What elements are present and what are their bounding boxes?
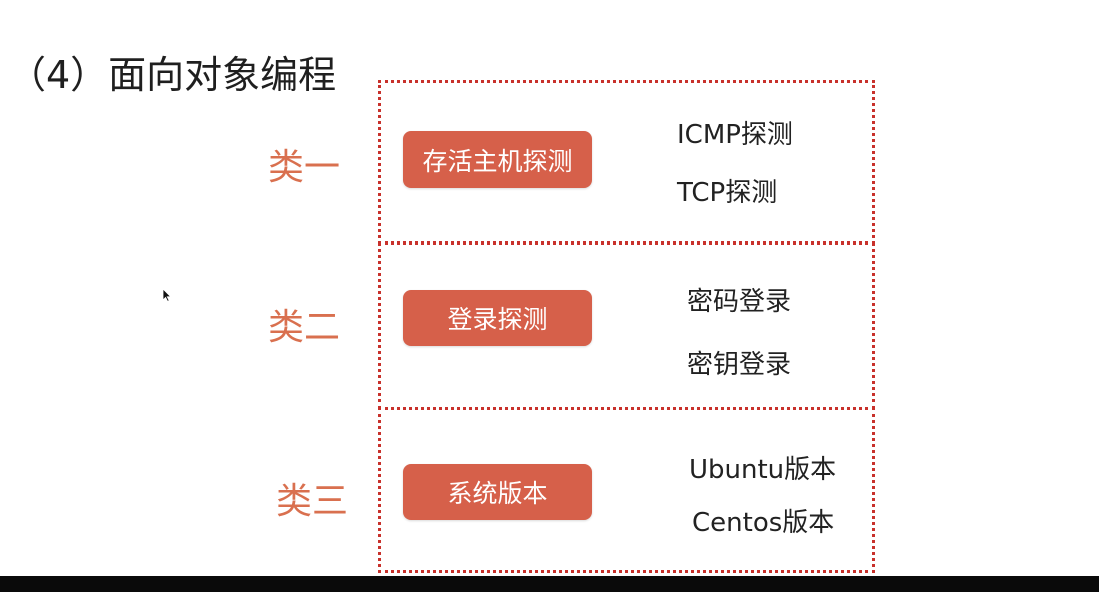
class-label-2: 类二 [268,307,341,348]
class-2-item-2: 密钥登录 [687,350,792,380]
class-1-item-2: TCP探测 [677,178,778,208]
module-pill-2: 登录探测 [403,290,592,346]
class-3-item-1: Ubuntu版本 [689,455,837,485]
slide-title: （4）面向对象编程 [8,53,337,97]
class-label-3: 类三 [276,481,349,522]
bottom-bar [0,576,1099,592]
class-2-item-1: 密码登录 [687,287,792,317]
class-3-item-2: Centos版本 [692,508,835,538]
class-label-1: 类一 [268,147,341,188]
mouse-pointer-icon [162,288,172,302]
module-pill-3: 系统版本 [403,464,592,520]
module-pill-1: 存活主机探测 [403,131,592,188]
class-box-3 [378,407,875,573]
class-1-item-1: ICMP探测 [677,120,793,150]
